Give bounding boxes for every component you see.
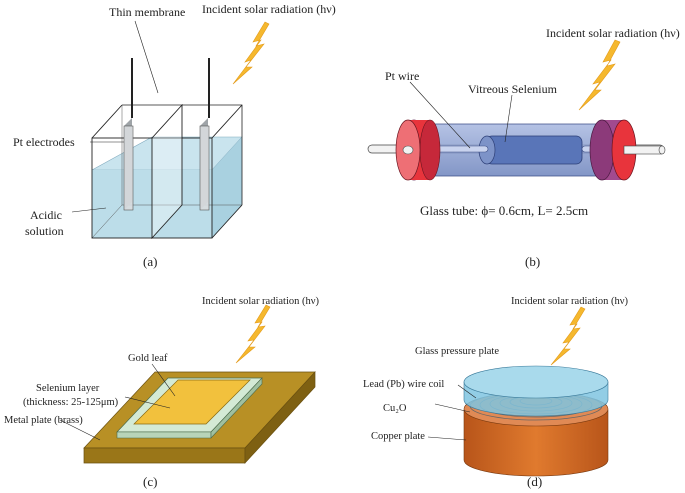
membrane bbox=[151, 103, 183, 240]
tube-label: Glass tube: ϕ= 0.6cm, L= 2.5cm bbox=[420, 203, 588, 218]
pt-electrode-right bbox=[199, 58, 210, 211]
lightning-arrow-icon bbox=[232, 21, 270, 85]
metal-plate-label: Metal plate (brass) bbox=[4, 415, 83, 426]
radiation-label-c: Incident solar radiation (hν) bbox=[202, 296, 320, 307]
left-end-cap bbox=[395, 119, 441, 181]
gold-leaf bbox=[133, 379, 251, 425]
radiation-label-d: Incident solar radiation (hν) bbox=[511, 296, 629, 307]
electrodes-label: Pt electrodes bbox=[13, 135, 75, 149]
selenium-layer-label-1: Selenium layer bbox=[36, 383, 100, 394]
copper-plate-label: Copper plate bbox=[371, 431, 425, 442]
glass-plate-label: Glass pressure plate bbox=[415, 346, 499, 357]
caption-a: (a) bbox=[143, 254, 157, 269]
selenium-layer-label-2: (thickness: 25-125μm) bbox=[23, 397, 119, 408]
caption-c: (c) bbox=[143, 474, 157, 489]
solution-label-1: Acidic bbox=[30, 208, 62, 222]
panel-d: Incident solar radiation (hν) Glass pres… bbox=[363, 296, 629, 489]
metal-plate-side bbox=[244, 371, 316, 464]
caption-b: (b) bbox=[525, 254, 540, 269]
radiation-label-a: Incident solar radiation (hν) bbox=[202, 2, 336, 16]
gold-leaf-label: Gold leaf bbox=[128, 353, 168, 364]
vitreous-selenium bbox=[485, 135, 583, 165]
copper-plate bbox=[463, 409, 609, 477]
radiation-label-b: Incident solar radiation (hν) bbox=[546, 26, 680, 40]
lead-coil-label: Lead (Pb) wire coil bbox=[363, 379, 444, 390]
cu2o-label: Cu₂O bbox=[383, 403, 407, 414]
pt-electrode-left bbox=[123, 58, 134, 211]
lightning-arrow-icon bbox=[578, 39, 621, 111]
panel-c: Incident solar radiation (hν) Gold leaf … bbox=[4, 296, 320, 489]
panel-a: Thin membrane Incident solar radiation (… bbox=[13, 2, 336, 269]
metal-plate-front bbox=[83, 447, 246, 464]
selenium-label: Vitreous Selenium bbox=[468, 82, 558, 96]
panel-b: Incident solar radiation (hν) Pt wire Vi… bbox=[367, 26, 680, 269]
lightning-arrow-icon bbox=[235, 304, 271, 364]
solution-label-2: solution bbox=[25, 224, 64, 238]
membrane-label: Thin membrane bbox=[109, 5, 185, 19]
right-end-cap bbox=[589, 119, 666, 181]
lightning-arrow-icon bbox=[550, 306, 586, 366]
caption-d: (d) bbox=[527, 474, 542, 489]
pt-wire-label: Pt wire bbox=[385, 69, 419, 83]
